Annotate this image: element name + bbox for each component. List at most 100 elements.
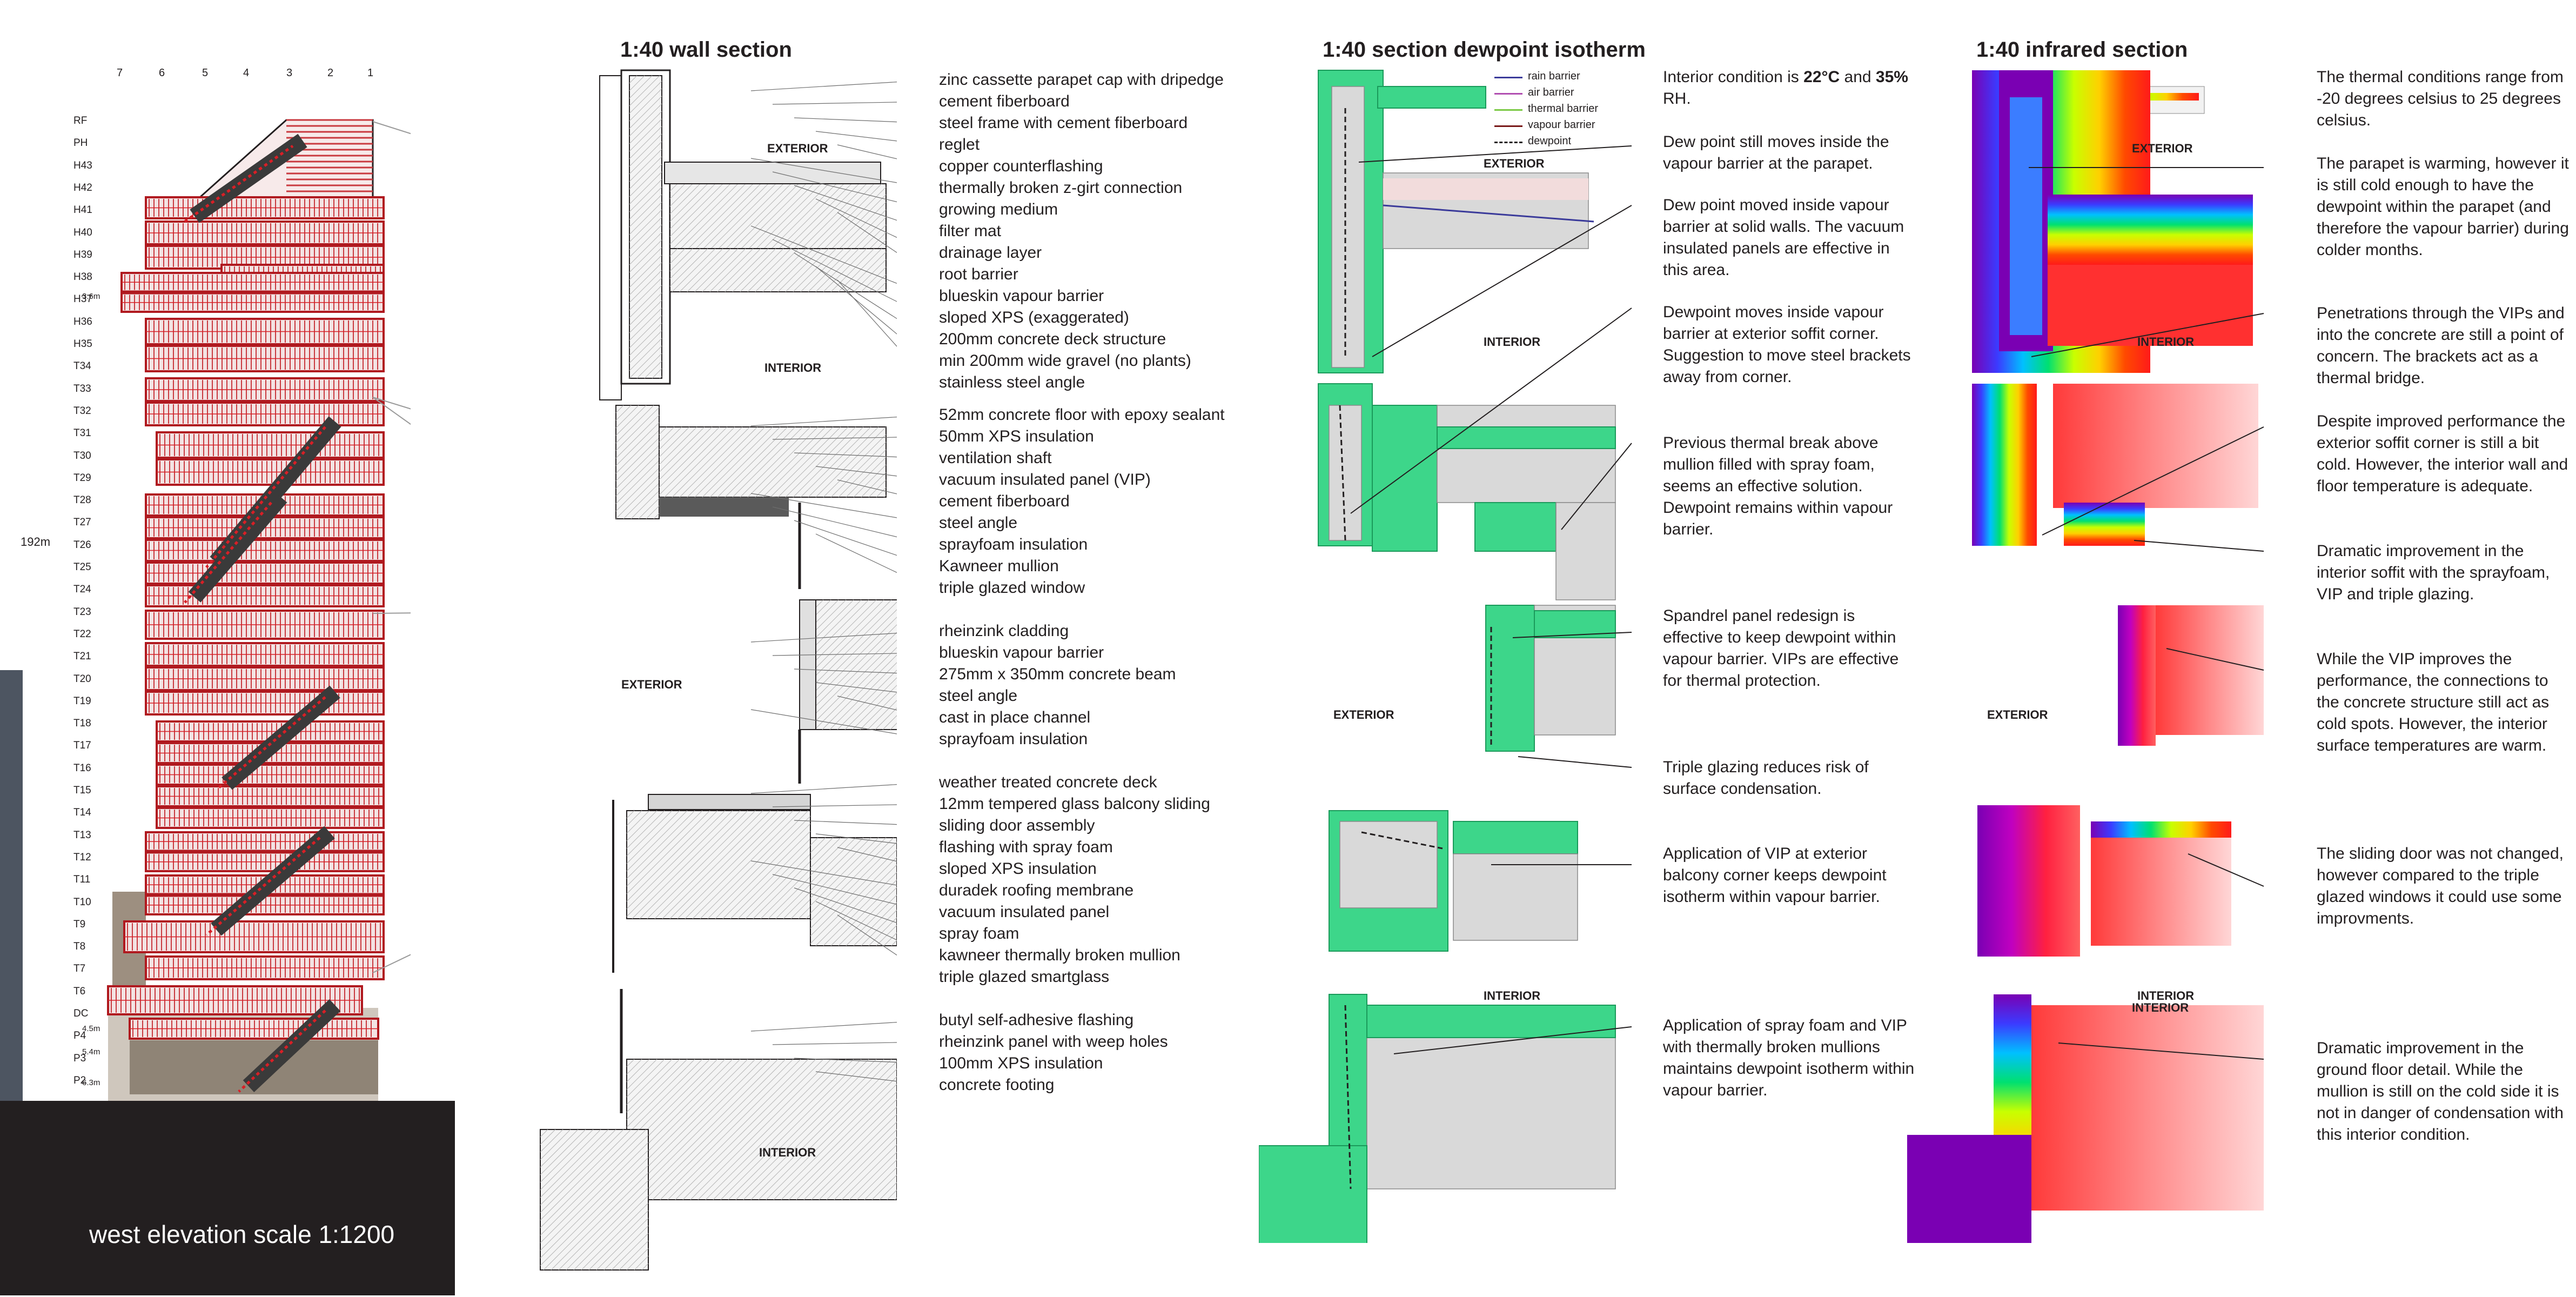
level-label: H37	[73, 293, 92, 305]
level-label: RF	[73, 115, 88, 126]
ir-tag-interior-bottom: INTERIOR	[2132, 1001, 2189, 1014]
band-group	[145, 220, 385, 270]
parapet-core	[629, 75, 662, 379]
growing-medium	[664, 162, 881, 184]
leader-line	[815, 833, 897, 844]
wall-label-group2: cement fiberboard	[939, 492, 1070, 510]
dew-ground-slab	[1366, 1015, 1616, 1189]
wall-label-group1: growing medium	[939, 200, 1058, 218]
dewpoint-line	[1344, 1005, 1352, 1189]
floor-slab	[659, 426, 887, 498]
floor-band	[145, 402, 385, 426]
floor-band	[145, 851, 385, 872]
floor-band	[145, 691, 385, 716]
band-group	[107, 985, 363, 1015]
floor-band	[145, 561, 385, 585]
level-label: T30	[73, 450, 91, 462]
height-label: 192m	[21, 535, 51, 549]
band-group	[145, 318, 385, 372]
level-label: T26	[73, 539, 91, 551]
dew-leader	[1350, 307, 1632, 514]
leader-line	[794, 520, 897, 556]
level-label: T25	[73, 561, 91, 573]
level-label: P4	[73, 1030, 86, 1042]
background-building	[0, 670, 23, 1102]
level-label: P3	[73, 1052, 86, 1064]
dew-leader	[1393, 1026, 1632, 1054]
level-dim-p3: 5.4m	[82, 1047, 100, 1057]
wall-section-title: 1:40 wall section	[620, 38, 792, 62]
ir-note: Dramatic improvement in the ground floor…	[2317, 1039, 2564, 1144]
level-dim-p4: 4.5m	[82, 1024, 100, 1033]
wall-label-group1: cement fiberboard	[939, 92, 1070, 110]
dew-note: Dewpoint moves inside vapour barrier at …	[1663, 303, 1911, 386]
leader-line	[815, 131, 897, 142]
leader-line	[837, 696, 897, 711]
level-label: T29	[73, 472, 91, 484]
dew-note: Previous thermal break above mullion fil…	[1663, 434, 1893, 538]
leader-line	[772, 239, 897, 302]
wall-label-group1: 200mm concrete deck structure	[939, 330, 1166, 348]
floor-band	[145, 377, 385, 402]
level-label: T24	[73, 584, 91, 596]
leader-line	[750, 82, 897, 91]
dew-ground-soil	[1259, 1145, 1367, 1243]
wall-tag-interior-bottom: INTERIOR	[759, 1146, 816, 1159]
ground-soil	[540, 1129, 649, 1271]
wall-label-group5: rheinzink panel with weep holes	[939, 1033, 1168, 1051]
leader-line	[772, 804, 897, 807]
dew-leader	[1372, 205, 1632, 357]
leader-line	[815, 466, 897, 477]
wall-label-group3: 275mm x 350mm concrete beam	[939, 665, 1176, 683]
floor-band	[156, 458, 385, 486]
floor-band	[107, 985, 363, 1015]
floor-band	[145, 539, 385, 562]
floor-band	[145, 220, 385, 245]
wall-label-group3: steel angle	[939, 687, 1018, 705]
leader-line	[815, 266, 897, 335]
floor-band	[156, 807, 385, 829]
dew-soffit-ext	[1372, 405, 1438, 552]
level-label: T22	[73, 628, 91, 640]
dew-note: Spandrel panel redesign is effective to …	[1663, 607, 1899, 690]
leader-line	[750, 784, 897, 794]
dew-note: Application of VIP at exterior balcony c…	[1663, 845, 1887, 906]
cladding-line	[599, 75, 622, 400]
grid-label: 2	[327, 67, 334, 79]
concrete-footing	[626, 1059, 897, 1200]
band-group	[145, 642, 385, 716]
level-label: T13	[73, 829, 91, 841]
stair-shaft	[222, 685, 340, 790]
ir-note: The sliding door was not changed, howeve…	[2317, 845, 2564, 927]
dew-leader	[1561, 443, 1632, 530]
dew-leader	[1518, 756, 1632, 768]
ir-note: The parapet is warming, however it is st…	[2317, 155, 2569, 259]
floor-band	[156, 431, 385, 459]
level-label: T23	[73, 606, 91, 618]
level-label: H35	[73, 338, 92, 350]
floor-band	[145, 831, 385, 852]
leader-line	[837, 914, 897, 956]
ir-tag-exterior-mid: EXTERIOR	[1987, 708, 2048, 721]
level-label: H41	[73, 204, 92, 216]
level-label: H42	[73, 182, 92, 193]
legend-label: vapour barrier	[1528, 119, 1595, 131]
dew-rain-barrier	[1383, 204, 1594, 223]
floor-band	[145, 894, 385, 915]
stair-edge	[184, 502, 272, 604]
wall-label-group4: sloped XPS insulation	[939, 860, 1097, 878]
level-dim-p2: 6.3m	[82, 1078, 100, 1087]
dew-tag-interior-top: INTERIOR	[1484, 335, 1541, 349]
wall-label-group1: blueskin vapour barrier	[939, 287, 1104, 305]
dewpoint-line	[1339, 405, 1346, 541]
level-label: H43	[73, 159, 92, 171]
ir-note: Penetrations through the VIPs and into t…	[2317, 304, 2565, 387]
leader-line	[837, 144, 897, 159]
ir-balcony-left	[1977, 805, 2080, 957]
legend-label: dewpoint	[1528, 135, 1572, 147]
wall-label-group5: concrete footing	[939, 1076, 1055, 1094]
wall-label-group4: flashing with spray foam	[939, 838, 1113, 856]
wall-label-group1: root barrier	[939, 265, 1018, 283]
stair-edge	[238, 1009, 326, 1093]
legend-swatch	[1494, 109, 1522, 111]
